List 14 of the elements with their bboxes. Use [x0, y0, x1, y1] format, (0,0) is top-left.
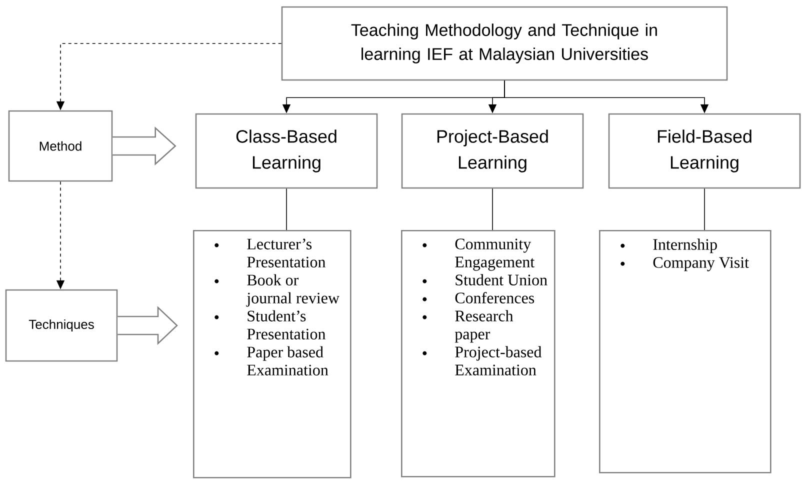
bullet-list-box: Community Engagement Student Union Conferences Research paper Project-based Examination: [401, 230, 556, 478]
heading-box: Class-Based Learning: [195, 113, 378, 189]
block-arrow: [117, 306, 178, 346]
heading-box: Teaching Methodology and Technique in learning IEF at Malaysian Universities: [281, 6, 728, 81]
connector-line: [286, 188, 287, 230]
heading-box: Field-Based Learning: [608, 113, 801, 189]
bullet-list-box: Lecturer’s Presentation Book or journal review Student’s Presentation Paper based Examination: [193, 230, 352, 478]
label-box: Techniques: [5, 289, 118, 362]
label-box: Method: [8, 110, 113, 182]
block-arrow: [112, 126, 176, 166]
heading-box: Project-Based Learning: [401, 113, 584, 189]
connector-line: [704, 188, 705, 230]
bullet-list-box: Internship Company Visit: [599, 230, 772, 474]
connector-line: [492, 188, 493, 230]
